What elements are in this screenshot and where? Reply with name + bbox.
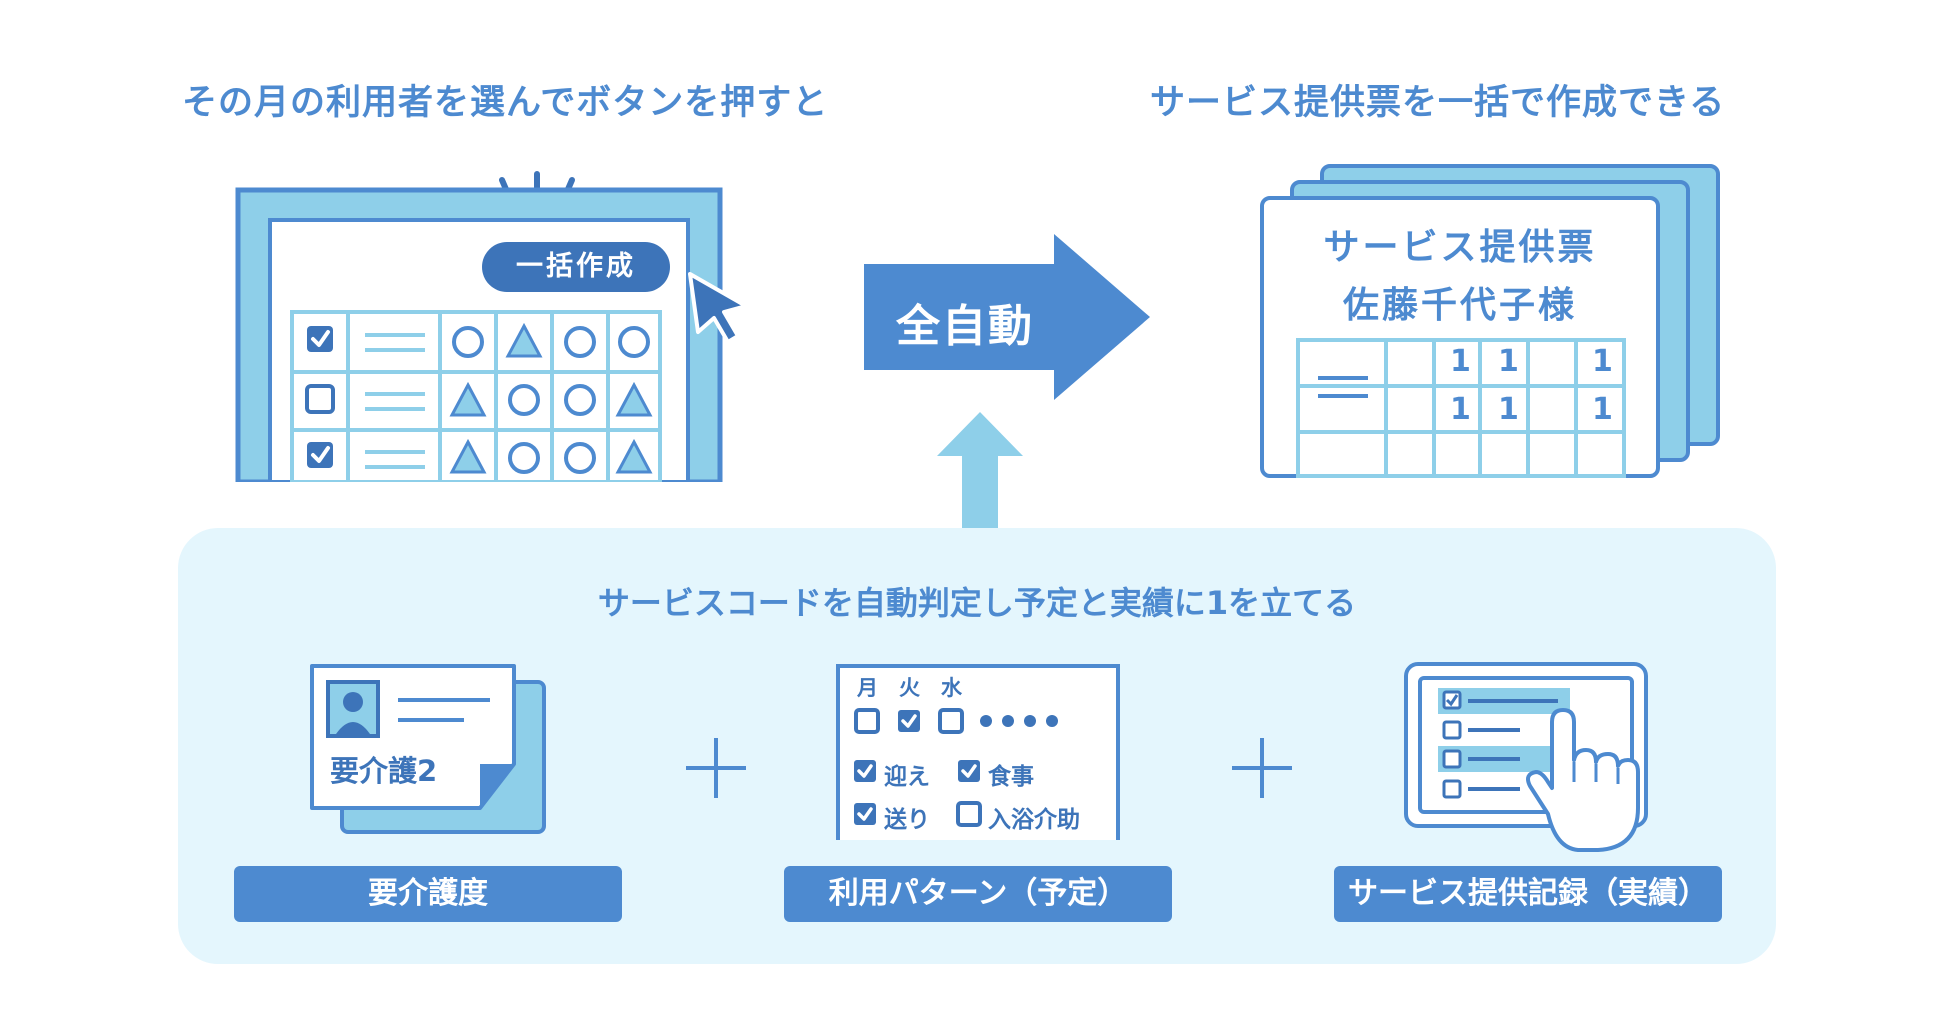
plan-sheet-illustration bbox=[836, 664, 1120, 840]
calendar-day: 月 bbox=[857, 676, 878, 700]
arrow-up-icon bbox=[937, 412, 1023, 534]
checkbox-icon bbox=[1442, 779, 1462, 799]
care-card-illustration bbox=[310, 664, 546, 834]
service-record-label: サービス提供記録（実績） bbox=[1334, 866, 1722, 922]
calendar-day: 水 bbox=[941, 676, 962, 700]
circle-icon bbox=[564, 384, 596, 416]
plus-icon bbox=[1232, 738, 1292, 798]
care-level-text: 要介護2 bbox=[330, 754, 438, 788]
sheet-stack bbox=[1260, 164, 1720, 478]
sheet-title: サービス提供票 bbox=[1323, 227, 1597, 268]
sheet-name: 佐藤千代子様 bbox=[1342, 285, 1577, 326]
left-heading: その月の利用者を選んでボタンを押すと bbox=[182, 83, 829, 123]
batch-create-button[interactable]: 一括作成 bbox=[482, 242, 670, 292]
checkbox-icon bbox=[956, 801, 982, 827]
calendar-day: 火 bbox=[899, 676, 920, 700]
cursor-arrow-icon bbox=[688, 272, 748, 344]
circle-icon bbox=[452, 326, 484, 358]
circle-icon bbox=[508, 442, 540, 474]
option-label: 入浴介助 bbox=[988, 807, 1080, 833]
sheet-mark: 1 bbox=[1498, 344, 1519, 379]
checkbox-icon bbox=[1442, 749, 1462, 769]
auto-label: 全自動 bbox=[896, 301, 1034, 352]
sheet-mark: 1 bbox=[1498, 392, 1519, 427]
care-level-label: 要介護度 bbox=[234, 866, 622, 922]
panel-caption: サービスコードを自動判定し予定と実績に1を立てる bbox=[597, 584, 1357, 622]
table-contents bbox=[305, 322, 653, 474]
plan-pattern-label: 利用パターン（予定） bbox=[784, 866, 1172, 922]
checkbox-icon bbox=[307, 326, 333, 352]
circle-icon bbox=[564, 326, 596, 358]
option-label: 送り bbox=[884, 807, 930, 833]
sheet-mark: 1 bbox=[1592, 344, 1613, 379]
circle-icon bbox=[564, 442, 596, 474]
sheet-mark: 1 bbox=[1450, 392, 1471, 427]
triangle-icon bbox=[615, 381, 653, 417]
plus-icon bbox=[686, 738, 746, 798]
checkbox-icon bbox=[307, 442, 333, 468]
triangle-icon bbox=[505, 322, 543, 358]
triangle-icon bbox=[615, 438, 653, 474]
option-label: 食事 bbox=[988, 764, 1034, 790]
checkbox-icon bbox=[938, 708, 964, 734]
checkbox-icon bbox=[854, 708, 880, 734]
circle-icon bbox=[618, 326, 650, 358]
checkbox-icon bbox=[1442, 720, 1462, 740]
person-icon bbox=[326, 680, 380, 738]
triangle-icon bbox=[449, 381, 487, 417]
triangle-icon bbox=[449, 438, 487, 474]
right-heading: サービス提供票を一括で作成できる bbox=[1150, 83, 1726, 123]
record-tablet-illustration bbox=[1404, 662, 1648, 852]
option-label: 迎え bbox=[884, 764, 930, 790]
arrow-right-icon bbox=[864, 234, 1150, 400]
sheet-mark: 1 bbox=[1450, 344, 1471, 379]
hand-pointer-icon bbox=[1526, 708, 1640, 852]
sheet-mark: 1 bbox=[1592, 392, 1613, 427]
circle-icon bbox=[508, 384, 540, 416]
checkbox-icon bbox=[305, 384, 335, 414]
